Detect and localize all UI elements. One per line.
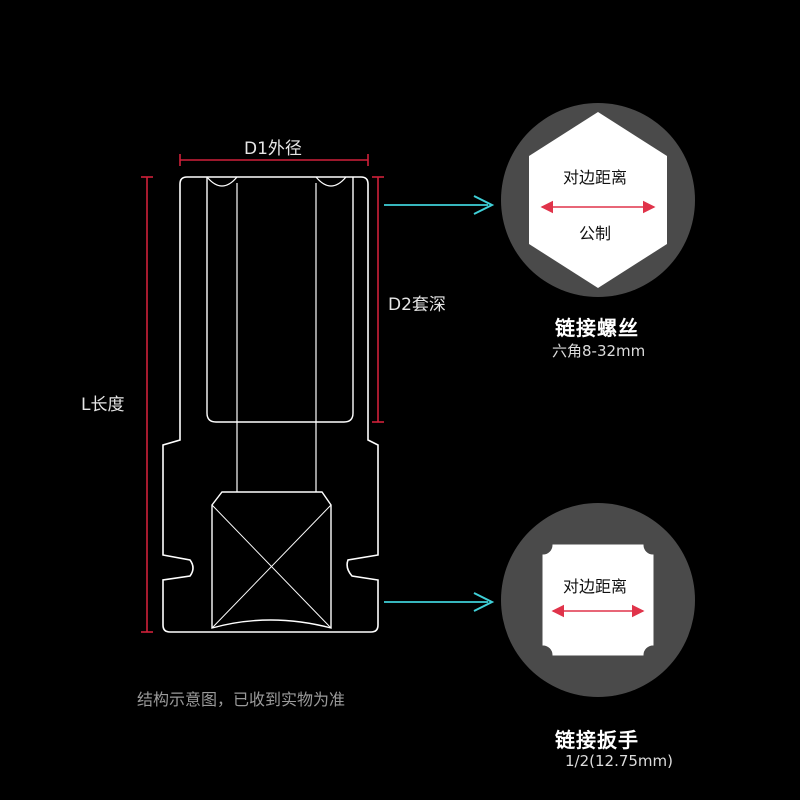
square-drive [211, 491, 332, 629]
pointer-arrow-top [384, 195, 495, 215]
hex-subtitle: 六角8-32mm [552, 342, 646, 360]
socket-outline [162, 176, 379, 633]
hex-title: 链接螺丝 [555, 316, 639, 340]
bore-chamfer [206, 176, 347, 187]
drive-cross-b [211, 504, 332, 629]
length-label: L长度 [81, 395, 125, 415]
corner-notch-tr [644, 536, 662, 554]
corner-notch-tl [534, 536, 552, 554]
square-subtitle: 1/2(12.75mm) [565, 752, 674, 770]
corner-notch-bl [534, 646, 552, 664]
square-inner-label: 对边距离 [563, 577, 628, 596]
corner-notch-br [644, 646, 662, 664]
d2-label: D2套深 [388, 295, 446, 315]
disclaimer-note: 结构示意图，已收到实物为准 [137, 690, 346, 709]
pointer-arrow-bottom [384, 592, 495, 612]
metric-label: 公制 [579, 224, 612, 243]
square-drive-icon [542, 544, 654, 656]
d1-label: D1外径 [244, 139, 302, 159]
hex-inner-label: 对边距离 [563, 168, 628, 187]
hex-icon [529, 112, 667, 288]
hex-bore [206, 177, 354, 423]
square-title: 链接扳手 [555, 728, 639, 752]
